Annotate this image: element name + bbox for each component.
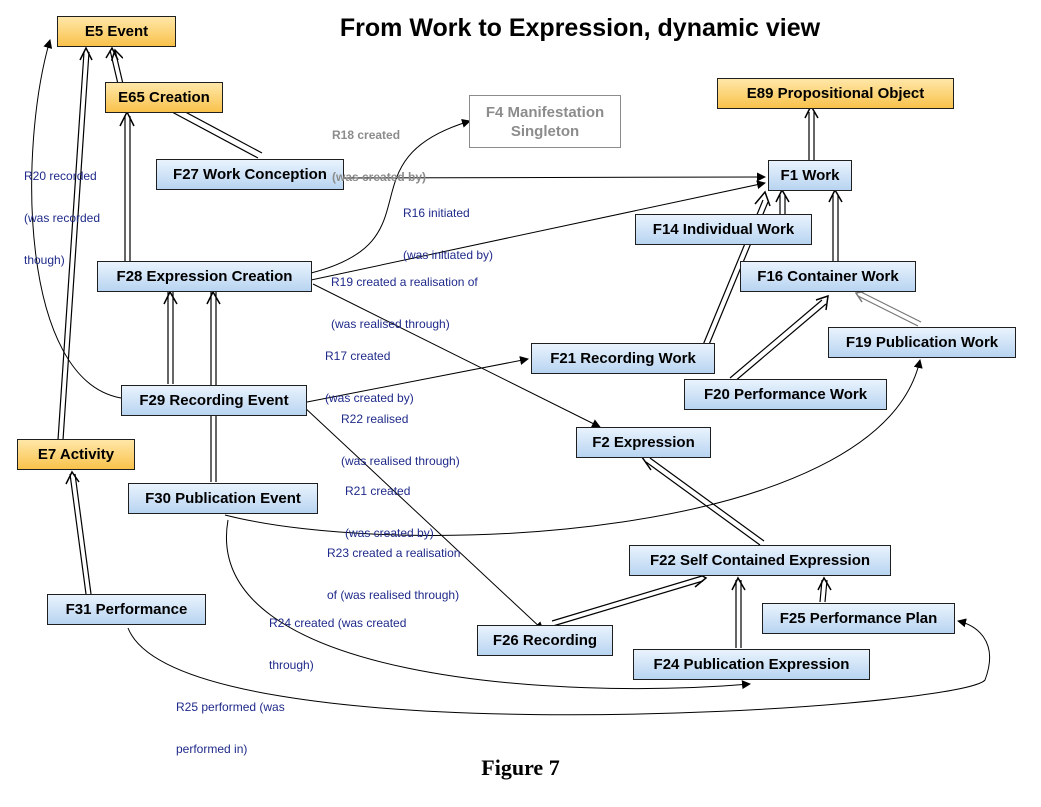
edge-f22-f2 [645,457,765,546]
node-f1-work: F1 Work [768,160,852,191]
node-f4-manifestation-singleton: F4 Manifestation Singleton [469,95,621,148]
edge-r17 [312,283,601,428]
label-r23-line1: R23 created a realisation [327,546,461,560]
edge-r25 [127,618,991,716]
node-f24-publication-expression: F24 Publication Expression [633,649,870,680]
label-r25: R25 performed (was performed in) [176,672,285,770]
node-f14-individual-work: F14 Individual Work [635,214,812,245]
edge-r24 [225,519,751,690]
f4-label-line2: Singleton [510,122,580,140]
edge-r20 [31,39,122,399]
label-r19-line2: (was realised through) [331,317,450,331]
node-f27-work-conception: F27 Work Conception [156,159,344,190]
edge-e65-e5 [110,50,123,85]
label-r19-line1: R19 created a realisation of [331,275,478,289]
label-r17-line2: (was created by) [325,391,414,405]
label-r23-line2: of (was realised through) [327,588,460,602]
label-r25-line2: performed in) [176,742,248,756]
label-r24-line2: through) [269,658,314,672]
node-f22-self-contained-expression: F22 Self Contained Expression [629,545,891,576]
label-r22-line2: (was realised through) [341,454,460,468]
label-r20-line1: R20 recorded [24,169,97,183]
node-f29-recording-event: F29 Recording Event [121,385,307,416]
label-r16: R16 initiated (was initiated by) [403,178,493,276]
label-r22: R22 realised (was realised through) [341,384,460,482]
label-r22-line1: R22 realised [341,412,409,426]
edge-f26-f22 [551,575,704,627]
node-f30-publication-event: F30 Publication Event [128,483,318,514]
figure-caption: Figure 7 [481,755,560,780]
label-r19: R19 created a realisation of (was realis… [331,247,478,345]
node-f25-performance-plan: F25 Performance Plan [762,603,955,634]
label-r16-line1: R16 initiated [403,206,470,220]
node-f19-publication-work: F19 Publication Work [828,327,1016,358]
label-r23: R23 created a realisation of (was realis… [327,518,460,616]
edge-r22 [306,356,529,403]
label-r17-line1: R17 created [325,349,391,363]
label-r18-line2: (was created by) [332,170,427,184]
property-edges [31,39,991,716]
edge-f27-e65 [171,106,263,159]
label-r20: R20 recorded (was recorded though) [24,141,100,281]
edge-f16-f1 [832,195,839,262]
edge-f29-f28 [167,292,174,384]
label-r17: R17 created (was created by) [325,321,414,419]
edge-r19 [310,180,766,281]
node-f21-recording-work: F21 Recording Work [531,343,715,374]
edge-e7-e5 [57,51,90,441]
node-f28-expression-creation: F28 Expression Creation [97,261,312,292]
label-r21: R21 created (was created by) [345,456,434,554]
edge-f28-e65 [124,116,131,262]
label-r21-line1: R21 created [345,484,411,498]
node-f16-container-work: F16 Container Work [740,261,916,292]
label-r18-line1: R18 created [332,128,401,142]
label-r21-line2: (was created by) [345,526,434,540]
label-r24: R24 created (was created through) [269,588,406,686]
edge-f1-e89 [808,112,815,160]
diagram-title: From Work to Expression, dynamic view [339,14,821,42]
label-r20-line3: though) [24,253,65,267]
edge-r18 [310,118,471,274]
node-f2-expression: F2 Expression [576,427,711,458]
edge-r16 [342,172,766,182]
node-f31-performance: F31 Performance [47,594,206,625]
label-r24-line1: R24 created (was created [269,616,407,630]
edge-f24-f22 [735,580,742,648]
node-e89-propositional-object: E89 Propositional Object [717,78,954,109]
edge-f20-f16 [729,299,827,383]
node-e5-event: E5 Event [57,16,176,47]
edge-r23 [224,359,923,536]
label-r25-line1: R25 performed (was [176,700,285,714]
node-f20-performance-work: F20 Performance Work [684,379,887,410]
label-r20-line2: (was recorded [24,211,101,225]
edge-f31-e7 [69,473,92,595]
node-f26-recording: F26 Recording [477,625,613,656]
edge-f19-f16 [857,291,922,327]
node-e65-creation: E65 Creation [105,82,223,113]
label-r18: R18 created (was created by) [332,100,426,198]
label-r16-line2: (was initiated by) [403,248,494,262]
edge-f14-f1 [779,195,786,215]
f4-label-line1: F4 Manifestation [485,103,605,121]
edge-r21 [302,405,544,631]
node-e7-activity: E7 Activity [17,439,135,470]
